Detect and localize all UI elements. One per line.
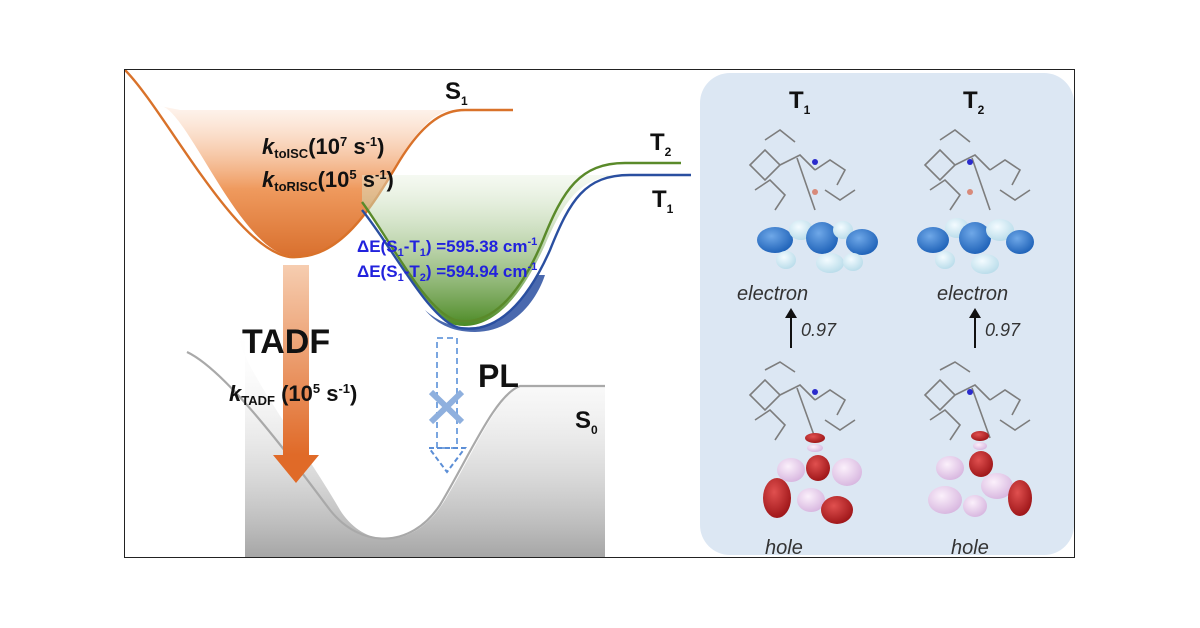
orbital-t2-hole (928, 431, 1032, 517)
panel-t1-header: T1 (789, 87, 811, 117)
gap-s1-t1: ΔE(S1-T1) =595.38 cm-1 (357, 236, 537, 259)
forbidden-cross-icon (428, 389, 465, 425)
s0-label: S0 (575, 407, 598, 437)
coefficient-t2: 0.97 (985, 320, 1021, 340)
k-risc-label: ktoRISC(105 s-1) (262, 167, 394, 194)
hole-label-t2: hole (951, 537, 989, 558)
tadf-title: TADF (242, 323, 330, 361)
energy-diagram: S1 T2 T1 S0 ktoISC(107 s-1) ktoRISC(105 … (125, 70, 1074, 558)
molecule-t1-electron (748, 129, 856, 211)
tadf-arrow (273, 265, 319, 483)
orbital-t1-hole (763, 433, 862, 524)
transition-arrow-t1 (785, 308, 797, 348)
s0-well (186, 325, 605, 557)
pl-title: PL (478, 358, 519, 394)
s1-label: S1 (445, 78, 468, 108)
hole-label-t1: hole (765, 537, 803, 558)
gap-s1-t2: ΔE(S1-T2) =594.94 cm-1 (357, 261, 537, 284)
molecule-t2-hole (923, 361, 1031, 441)
k-tadf-label: kTADF (105 s-1) (229, 381, 357, 408)
t-wells (361, 161, 691, 332)
figure-frame: S1 T2 T1 S0 ktoISC(107 s-1) ktoRISC(105 … (124, 69, 1075, 558)
electron-label-t1: electron (737, 283, 808, 305)
s1-well (125, 70, 513, 259)
coefficient-t1: 0.97 (801, 320, 837, 340)
orbital-panel: T1 T2 (700, 73, 1074, 558)
k-isc-label: ktoISC(107 s-1) (262, 134, 384, 161)
orbital-t1-electron (757, 220, 878, 273)
transition-arrow-t2 (969, 308, 981, 348)
orbital-t2-electron (917, 218, 1034, 274)
t2-label: T2 (650, 129, 672, 159)
molecule-t2-electron (923, 129, 1031, 211)
molecule-t1-hole (748, 361, 856, 441)
t1-label: T1 (652, 186, 674, 216)
electron-label-t2: electron (937, 283, 1008, 305)
panel-t2-header: T2 (963, 87, 985, 117)
